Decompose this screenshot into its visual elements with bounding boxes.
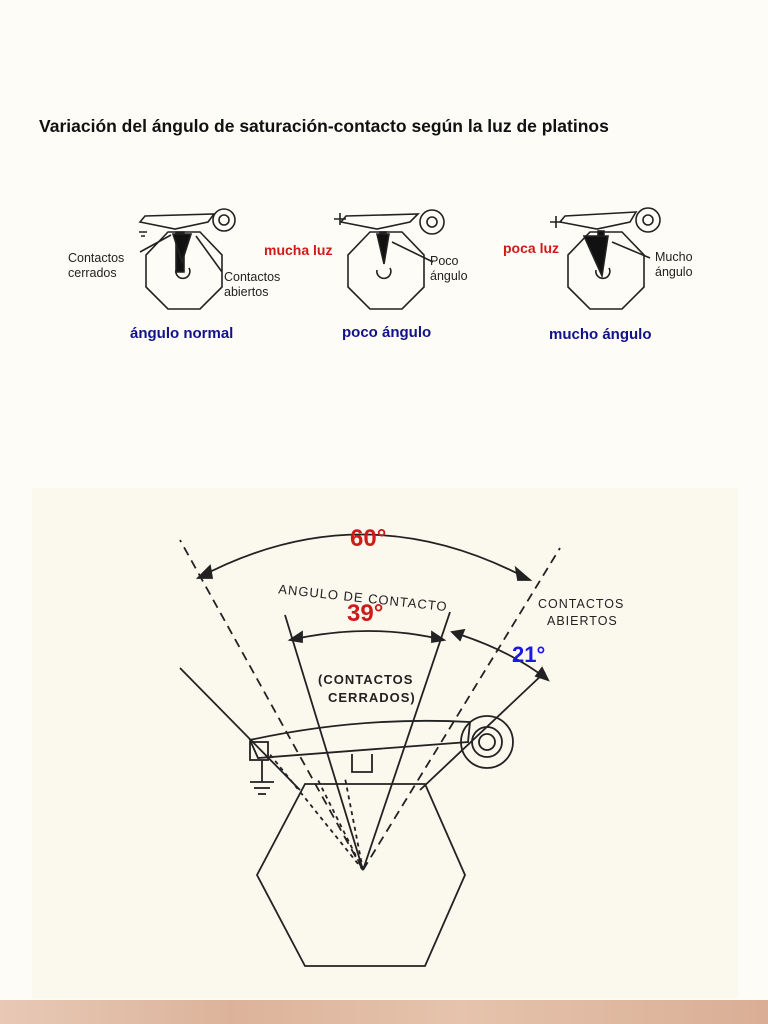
cam-octagon bbox=[567, 231, 645, 310]
ray-1 bbox=[267, 751, 364, 871]
gap-marker bbox=[550, 216, 562, 228]
pivot-middle bbox=[471, 726, 503, 758]
arrowhead bbox=[287, 630, 303, 644]
rubbing-block-pivot bbox=[419, 209, 445, 235]
rubbing-block-pivot bbox=[635, 207, 661, 233]
leader-angle bbox=[611, 241, 651, 259]
fixed-contact bbox=[249, 741, 269, 761]
pivot-center bbox=[642, 214, 654, 226]
breaker-arm bbox=[339, 213, 420, 230]
label-small-angle: Poco ángulo bbox=[430, 254, 468, 283]
label-small-gap: poca luz bbox=[503, 240, 560, 256]
ray-2 bbox=[317, 779, 364, 871]
pivot-center bbox=[218, 214, 230, 226]
breaker-arm bbox=[248, 719, 471, 759]
angle-wedge bbox=[171, 233, 193, 265]
rotation-arrow bbox=[175, 267, 191, 280]
closed-label-line1: (CONTACTOS bbox=[318, 672, 413, 687]
arrowhead bbox=[514, 565, 533, 581]
label-large-angle: Mucho ángulo bbox=[655, 250, 693, 279]
scan-edge-band bbox=[0, 1000, 768, 1024]
rubbing-block-pivot bbox=[212, 208, 236, 232]
outer-line-right bbox=[419, 671, 546, 791]
boundary-60-right bbox=[362, 547, 561, 871]
caption-small-angle: poco ángulo bbox=[342, 324, 432, 341]
distributor-diagram-small-angle bbox=[334, 209, 445, 310]
pivot-inner bbox=[478, 733, 496, 751]
caption-large-angle: mucho ángulo bbox=[549, 326, 652, 343]
distributor-diagram-normal bbox=[138, 208, 236, 310]
cam-octagon bbox=[145, 231, 223, 310]
breaker-arm bbox=[558, 211, 638, 230]
boundary-60-left bbox=[179, 539, 364, 871]
label-large-gap: mucha luz bbox=[264, 242, 333, 258]
leader-open bbox=[195, 235, 223, 273]
open-label-line2: ABIERTOS bbox=[547, 614, 618, 628]
rotation-arrow bbox=[376, 267, 392, 280]
arc-39 bbox=[289, 630, 445, 641]
total-angle-label: 60° bbox=[350, 525, 386, 552]
caption-normal-angle: ángulo normal bbox=[130, 325, 234, 342]
arc-60 bbox=[197, 533, 531, 581]
closed-label-line2: CERRADOS) bbox=[328, 690, 416, 705]
arrowhead bbox=[195, 564, 214, 579]
contact-line-right bbox=[362, 611, 451, 871]
leader-closed bbox=[139, 234, 172, 253]
angle-wedge bbox=[582, 235, 609, 279]
outer-line-left bbox=[179, 667, 301, 791]
cam-octagon bbox=[347, 231, 425, 310]
rubbing-block bbox=[351, 754, 373, 773]
label-contacts-closed: Contactos cerrados bbox=[68, 251, 125, 280]
open-label-line1: CONTACTOS bbox=[538, 597, 624, 611]
pivot-outer bbox=[460, 715, 514, 769]
ray-3 bbox=[344, 777, 364, 871]
gap-marker bbox=[334, 213, 346, 225]
distributor-diagram-large-angle bbox=[550, 207, 661, 310]
cam-hexagon bbox=[255, 783, 466, 967]
contact-angle-value: 39° bbox=[347, 600, 383, 627]
arrowhead bbox=[450, 628, 466, 642]
breaker-arm bbox=[138, 213, 216, 230]
pivot-center bbox=[426, 216, 438, 228]
angle-wedge bbox=[375, 233, 390, 265]
arrowhead bbox=[534, 666, 550, 682]
main-diagram-background bbox=[32, 488, 738, 998]
label-contacts-open: Contactos abiertos bbox=[224, 270, 281, 299]
arrowhead bbox=[431, 630, 447, 644]
rotation-arrow bbox=[595, 267, 611, 280]
contact-line-left bbox=[284, 614, 364, 871]
page-title: Variación del ángulo de saturación-conta… bbox=[39, 116, 609, 136]
leader-angle bbox=[391, 241, 434, 263]
ground-symbol bbox=[139, 231, 147, 237]
open-angle-value: 21° bbox=[512, 642, 545, 667]
